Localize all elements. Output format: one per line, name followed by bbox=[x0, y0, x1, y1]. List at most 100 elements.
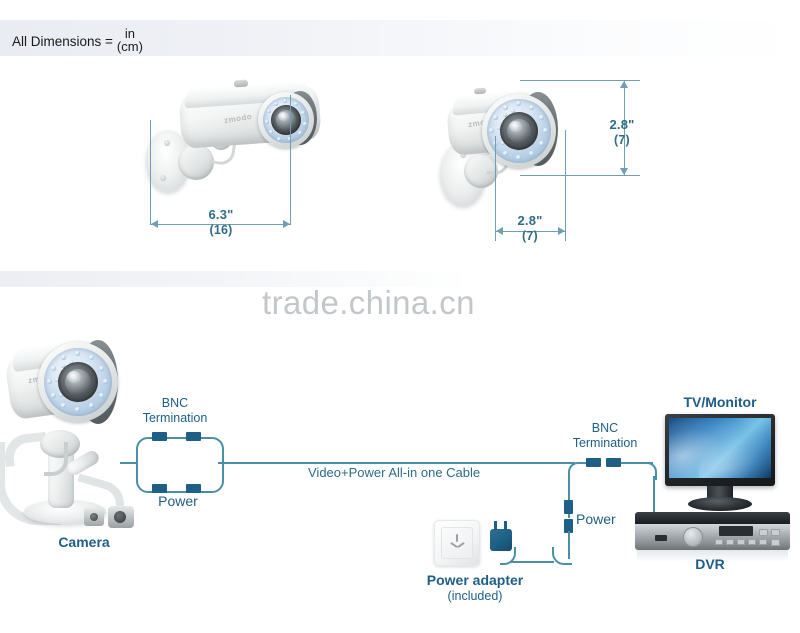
right-cam-depth-ext-right bbox=[565, 130, 566, 241]
unit-denominator: (cm) bbox=[116, 39, 143, 55]
ir-led bbox=[493, 115, 498, 120]
cable-branch-down-lower bbox=[568, 531, 570, 559]
monitor-bezel bbox=[665, 414, 775, 486]
wall-plate-screw-top bbox=[164, 140, 170, 146]
ir-led bbox=[61, 364, 65, 368]
ir-led bbox=[51, 393, 56, 398]
ir-led bbox=[294, 102, 298, 106]
dimensions-unit-fraction: in (cm) bbox=[117, 27, 143, 54]
ir-led bbox=[51, 366, 56, 371]
ir-led bbox=[75, 351, 80, 356]
right-cam-depth-dimension: 2.8" (7) bbox=[508, 213, 552, 243]
camera-top-screw bbox=[473, 87, 487, 95]
power-barrel-core bbox=[90, 513, 98, 521]
ir-led bbox=[529, 151, 534, 156]
bnc-right-line1: BNC bbox=[591, 421, 619, 435]
bnc-termination-left-label: BNC Termination bbox=[130, 396, 220, 426]
dvr-usb-port bbox=[655, 535, 667, 541]
right-cam-depth-arrow-right bbox=[558, 227, 565, 235]
dvr-label: DVR bbox=[695, 556, 725, 572]
bnc-connector-right-b bbox=[606, 458, 621, 467]
right-cam-depth-inches: 2.8" bbox=[517, 213, 543, 228]
bnc-connector-left-b bbox=[186, 432, 201, 441]
bnc-connector-core bbox=[114, 511, 126, 523]
ir-led bbox=[99, 366, 104, 371]
adapter-prong-left bbox=[494, 521, 497, 530]
ir-led bbox=[277, 137, 281, 141]
ir-led bbox=[267, 109, 271, 113]
ir-led bbox=[55, 378, 59, 382]
ir-led bbox=[303, 122, 307, 126]
dvr-button bbox=[771, 539, 780, 546]
ir-led bbox=[99, 393, 104, 398]
cable-stub-loop-left-in bbox=[120, 462, 138, 464]
ir-led bbox=[539, 115, 544, 120]
ir-led bbox=[274, 102, 278, 106]
left-cam-dim-arrow-left bbox=[151, 220, 158, 228]
dimensions-header-band: All Dimensions = in (cm) bbox=[0, 20, 800, 56]
power-right-label: Power bbox=[576, 511, 616, 527]
left-cam-width-dimension: 6.3" (16) bbox=[200, 207, 242, 237]
camera-lens-glint bbox=[67, 371, 81, 383]
wall-plate-screw-bottom bbox=[160, 175, 166, 181]
ir-led bbox=[283, 99, 287, 103]
power-connector-left-a bbox=[152, 484, 167, 493]
power-adapter-title: Power adapter bbox=[426, 572, 524, 588]
unit-numerator: in bbox=[124, 26, 135, 41]
ir-led bbox=[501, 141, 505, 145]
dvr-front-panel bbox=[635, 524, 790, 550]
ir-led bbox=[89, 355, 94, 360]
cable-stub-loop-left-out bbox=[218, 462, 236, 464]
power-adapter-label: Power adapter (included) bbox=[405, 572, 545, 604]
monitor-label: TV/Monitor bbox=[683, 394, 757, 410]
ir-led bbox=[503, 105, 508, 110]
main-cable-label: Video+Power All-in one Cable bbox=[308, 465, 481, 480]
dvr-button bbox=[737, 539, 745, 545]
bnc-right-line2: Termination bbox=[572, 435, 638, 450]
dvr-button bbox=[759, 529, 768, 536]
ir-led bbox=[89, 403, 94, 408]
power-left-label: Power bbox=[158, 493, 198, 509]
bnc-termination-right-label: BNC Termination bbox=[560, 421, 650, 451]
dvr-top-chassis bbox=[635, 512, 790, 526]
right-cam-depth-dim-line bbox=[495, 231, 566, 232]
dvr-jog-dial bbox=[683, 527, 703, 547]
left-cam-dim-extension-right bbox=[290, 95, 291, 225]
right-cam-height-ext-bottom bbox=[520, 175, 640, 176]
adapter-cord-corner-left bbox=[500, 547, 516, 565]
left-cam-width-inches: 6.3" bbox=[208, 207, 234, 222]
watermark-text: trade.china.cn bbox=[262, 284, 475, 321]
ir-led bbox=[516, 101, 521, 106]
cable-branch-down bbox=[568, 476, 570, 518]
camera-front-view: zmodo bbox=[430, 70, 610, 230]
left-cam-dim-extension-left bbox=[150, 120, 151, 225]
bnc-connector-left-a bbox=[152, 432, 167, 441]
adapter-cord-corner bbox=[552, 547, 572, 565]
power-connector-right-b bbox=[564, 519, 573, 533]
dvr-reflection bbox=[637, 550, 788, 562]
dvr-display-window bbox=[719, 526, 753, 536]
ir-led bbox=[298, 131, 302, 135]
adapter-prong-right bbox=[504, 521, 507, 530]
monitor-screen bbox=[669, 418, 771, 478]
camera-tail-cable bbox=[0, 442, 61, 525]
ir-led bbox=[511, 109, 515, 113]
ir-led bbox=[59, 393, 63, 397]
right-cam-height-dimension: 2.8" (7) bbox=[600, 117, 644, 147]
ir-led bbox=[265, 120, 269, 124]
ir-led bbox=[269, 130, 273, 134]
power-adapter-subtitle: (included) bbox=[447, 588, 503, 603]
ir-led bbox=[503, 151, 508, 156]
monitor-base bbox=[688, 497, 752, 511]
camera-stand-hook bbox=[44, 442, 68, 476]
right-cam-depth-cm: (7) bbox=[522, 228, 538, 243]
ir-led bbox=[539, 141, 544, 146]
camera-mount-knuckle bbox=[178, 144, 214, 180]
ir-led bbox=[301, 111, 305, 115]
ir-led bbox=[503, 113, 507, 117]
right-cam-depth-arrow-left bbox=[496, 227, 503, 235]
camera-mount-knuckle bbox=[464, 154, 498, 188]
dvr-button bbox=[759, 539, 767, 545]
ir-led bbox=[61, 355, 66, 360]
ir-led bbox=[497, 126, 501, 130]
